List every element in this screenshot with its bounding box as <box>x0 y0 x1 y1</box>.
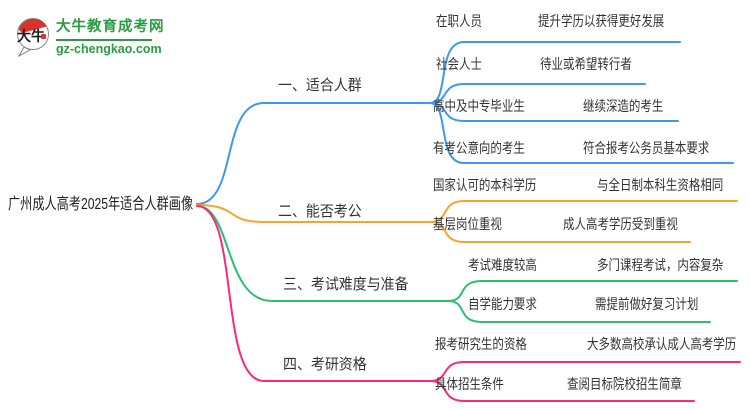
child-node: 具体招生条件 <box>435 376 504 392</box>
branch1-child2-line <box>429 83 646 104</box>
logo-divider <box>56 39 152 41</box>
child-node: 社会人士 <box>436 56 482 72</box>
branch1-child4-line <box>429 102 734 164</box>
leaf-node: 继续深造的考生 <box>583 98 664 114</box>
branch2-main-line <box>196 204 431 223</box>
branch-node-exam-difficulty: 三、考试难度与准备 <box>283 276 409 293</box>
branch3-child1-line <box>447 280 738 302</box>
branch-node-civil-service: 二、能否考公 <box>278 203 362 220</box>
child-node: 国家认可的本科学历 <box>433 177 537 193</box>
root-node: 广州成人高考2025年适合人群画像 <box>8 196 194 213</box>
branch1-child1-line <box>429 41 681 104</box>
leaf-node: 大多数高校承认成人高考学历 <box>587 336 737 352</box>
leaf-node: 查阅目标院校招生简章 <box>567 376 682 392</box>
branch2-child1-line <box>429 200 738 223</box>
branch4-main-line <box>196 205 431 382</box>
child-node: 自学能力要求 <box>468 296 537 312</box>
svg-text:大牛: 大牛 <box>17 28 45 45</box>
child-node: 在职人员 <box>436 13 482 29</box>
branch-node-postgrad-eligibility: 四、考研资格 <box>283 356 367 373</box>
leaf-node: 与全日制本科生资格相同 <box>597 177 724 193</box>
leaf-node: 提升学历以获得更好发展 <box>538 13 665 29</box>
leaf-node: 多门课程考试，内容复杂 <box>597 257 724 273</box>
leaf-node: 符合报考公务员基本要求 <box>583 140 710 156</box>
branch2-child2-line <box>429 221 691 243</box>
leaf-node: 待业或希望转行者 <box>540 56 632 72</box>
child-node: 考试难度较高 <box>468 257 537 273</box>
child-node: 有考公意向的考生 <box>433 140 525 156</box>
branch4-child1-line <box>429 361 741 382</box>
leaf-node: 需提前做好复习计划 <box>595 296 699 312</box>
site-name: 大牛教育成考网 <box>56 19 165 35</box>
daniu-seal-icon: 大牛 <box>17 18 49 57</box>
leaf-node: 成人高考学历受到重视 <box>563 216 678 232</box>
site-domain: gz-chengkao.com <box>56 42 162 56</box>
branch1-main-line <box>196 102 431 205</box>
child-node: 高中及中专毕业生 <box>433 98 525 114</box>
site-logo[interactable]: 大牛 大牛教育成考网 gz-chengkao.com <box>14 14 224 62</box>
branch-node-suitable-people: 一、适合人群 <box>278 77 362 94</box>
branch1-child3-line <box>429 102 679 122</box>
branch4-child2-line <box>429 380 695 402</box>
child-node: 基层岗位重视 <box>433 216 502 232</box>
branch3-child2-line <box>447 300 711 323</box>
child-node: 报考研究生的资格 <box>435 336 527 352</box>
